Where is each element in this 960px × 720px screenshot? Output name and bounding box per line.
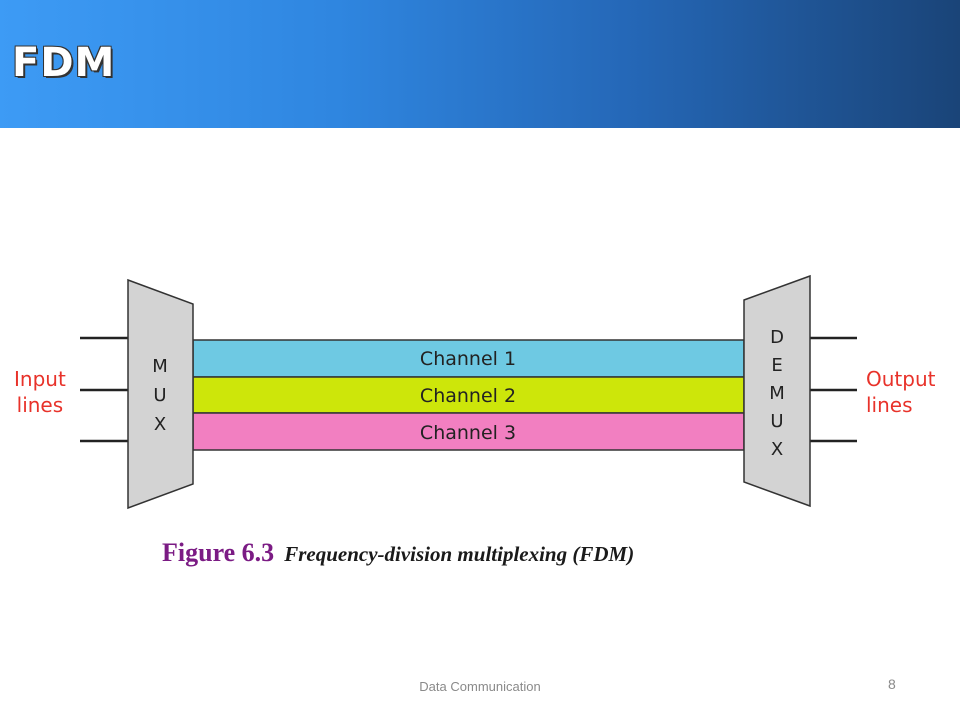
output-label-line: Output <box>866 367 936 391</box>
channel-label-1: Channel 1 <box>420 348 516 370</box>
output-label-line: lines <box>866 393 913 417</box>
demux-letter: E <box>771 355 782 376</box>
output-lines-label: Output lines <box>866 366 935 418</box>
input-label-line: lines <box>16 393 64 417</box>
figure-description: Frequency-division multiplexing (FDM) <box>284 542 635 566</box>
footer-text: Data Communication <box>419 679 541 694</box>
mux-letter: X <box>154 414 166 435</box>
title-bar <box>0 0 960 128</box>
input-lines-label: Input lines <box>14 366 66 418</box>
demux-letter: X <box>771 439 783 460</box>
channel-label-3: Channel 3 <box>420 422 516 444</box>
mux-letter: M <box>152 356 168 377</box>
figure-number: Figure 6.3 <box>162 538 275 567</box>
channel-band-2 <box>192 376 745 414</box>
demux-letter: D <box>770 327 784 348</box>
slide-title: FDM <box>12 40 116 86</box>
demux-letter: U <box>770 411 783 432</box>
channel-label-2: Channel 2 <box>420 385 516 407</box>
demux-letter: M <box>769 383 785 404</box>
page-number: 8 <box>888 676 896 692</box>
figure-caption: Figure 6.3 Frequency-division multiplexin… <box>162 538 634 568</box>
channel-band-3 <box>192 412 745 451</box>
mux-block <box>127 278 194 510</box>
input-label-line: Input <box>14 367 66 391</box>
mux-letter: U <box>153 385 166 406</box>
demux-block <box>743 274 811 508</box>
channel-band-1 <box>192 339 745 378</box>
